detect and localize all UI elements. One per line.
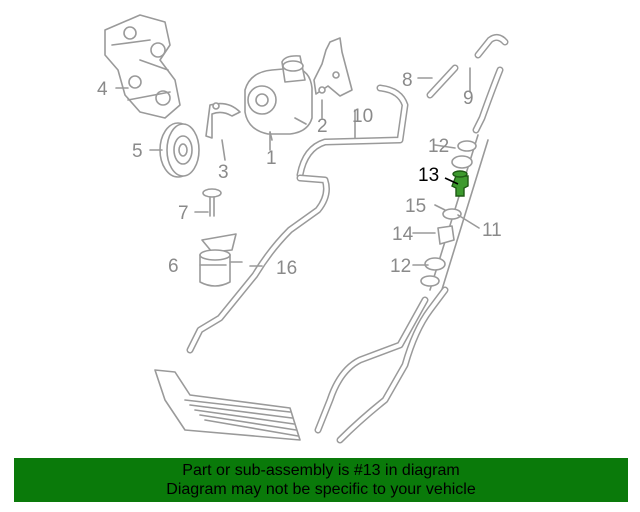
pulley (159, 122, 200, 178)
gear-hose (314, 286, 449, 444)
oil-cooler (154, 369, 301, 441)
callout-5: 5 (132, 141, 143, 162)
callout-11: 11 (482, 220, 502, 241)
callout-7: 7 (178, 203, 189, 224)
pressure-line (186, 84, 409, 354)
callout-3: 3 (218, 162, 229, 183)
leader-lines (115, 67, 480, 267)
highlighted-part-13 (451, 170, 469, 197)
callout-9: 9 (463, 88, 474, 109)
reservoir-bracket (313, 37, 353, 97)
dipstick (202, 188, 222, 217)
parts-diagram: 1 2 3 4 5 6 7 8 9 10 11 12 12 13 14 15 1… (97, 14, 509, 444)
banner-line-1: Part or sub-assembly is #13 in diagram (182, 462, 460, 479)
callout-13: 13 (418, 165, 439, 186)
fluid-reservoir (199, 233, 243, 287)
callout-14: 14 (392, 224, 414, 245)
callout-8: 8 (402, 70, 413, 91)
callout-12-bottom: 12 (390, 256, 411, 277)
power-steering-pump (244, 55, 313, 141)
pump-bracket (104, 14, 181, 119)
heat-shield (205, 102, 241, 139)
leader-13 (444, 177, 459, 185)
parts-bracket (420, 134, 489, 297)
callout-16: 16 (276, 258, 297, 279)
callout-4: 4 (97, 79, 108, 100)
callout-12-top: 12 (428, 136, 449, 157)
callout-6: 6 (168, 256, 179, 277)
callout-10: 10 (352, 106, 373, 127)
callout-1: 1 (266, 148, 277, 169)
return-hose (426, 33, 509, 134)
callout-2: 2 (317, 116, 328, 137)
banner-line-2: Diagram may not be specific to your vehi… (166, 481, 476, 498)
callout-15: 15 (405, 196, 426, 217)
info-banner: Part or sub-assembly is #13 in diagram D… (14, 458, 628, 502)
